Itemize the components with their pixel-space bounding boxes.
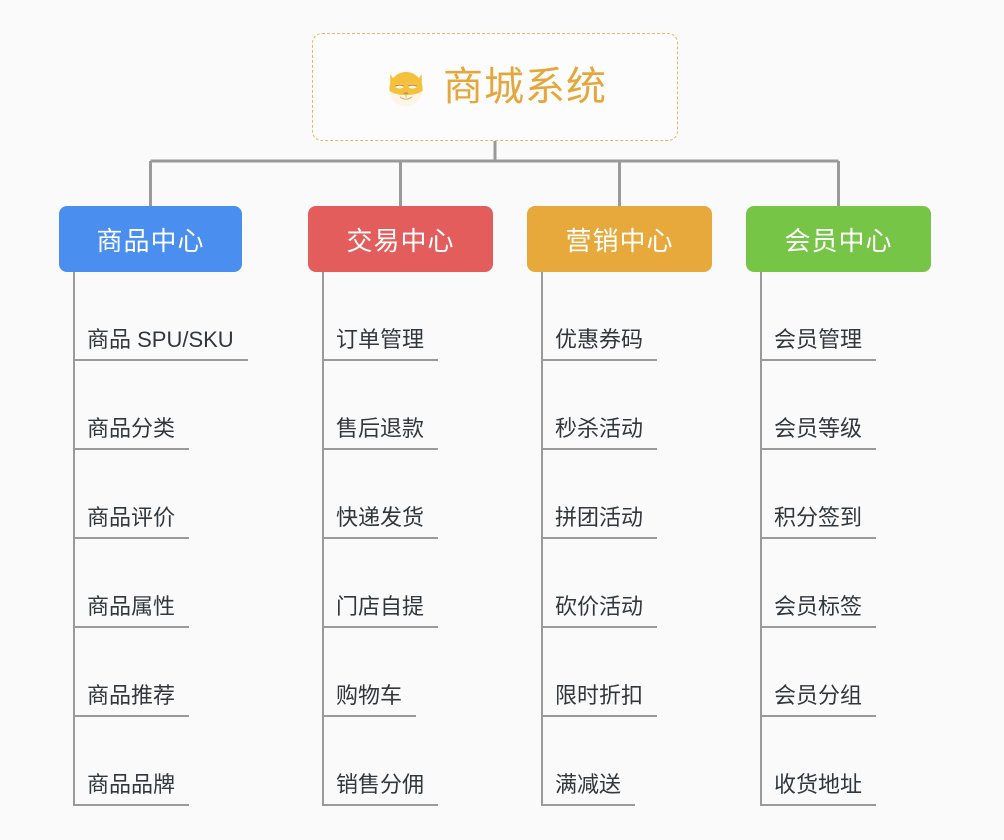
leaf-item-label: 会员分组 xyxy=(760,682,877,717)
leaf-item-label: 会员管理 xyxy=(760,326,877,361)
leaf-item[interactable]: 满减送 xyxy=(541,717,636,806)
leaf-item[interactable]: 会员等级 xyxy=(760,361,877,450)
leaf-item-label: 优惠券码 xyxy=(541,326,658,361)
leaf-item-label: 限时折扣 xyxy=(541,682,658,717)
leaf-item-label: 秒杀活动 xyxy=(541,415,658,450)
root-node[interactable]: 商城系统 xyxy=(312,33,678,141)
leaf-item-label: 积分签到 xyxy=(760,504,877,539)
leaf-item-label: 会员标签 xyxy=(760,593,877,628)
leaf-item[interactable]: 商品推荐 xyxy=(73,628,190,717)
leaf-item[interactable]: 商品属性 xyxy=(73,539,190,628)
column-spine xyxy=(73,272,75,806)
leaf-item-label: 购物车 xyxy=(322,682,417,717)
leaf-item[interactable]: 会员标签 xyxy=(760,539,877,628)
page-title: 商城系统 xyxy=(443,65,607,109)
leaf-item-label: 门店自提 xyxy=(322,593,439,628)
column-spine xyxy=(760,272,762,806)
leaf-item-label: 快递发货 xyxy=(322,504,439,539)
leaf-item[interactable]: 秒杀活动 xyxy=(541,361,658,450)
leaf-item[interactable]: 商品评价 xyxy=(73,450,190,539)
leaf-item[interactable]: 拼团活动 xyxy=(541,450,658,539)
leaf-item-label: 会员等级 xyxy=(760,415,877,450)
leaf-item-label: 拼团活动 xyxy=(541,504,658,539)
leaf-item[interactable]: 积分签到 xyxy=(760,450,877,539)
leaf-item[interactable]: 优惠券码 xyxy=(541,272,658,361)
category-box-1[interactable]: 商品中心 xyxy=(59,206,242,272)
leaf-item[interactable]: 砍价活动 xyxy=(541,539,658,628)
leaf-item[interactable]: 商品 SPU/SKU xyxy=(73,272,248,361)
leaf-item[interactable]: 限时折扣 xyxy=(541,628,658,717)
leaf-item-label: 订单管理 xyxy=(322,326,439,361)
leaf-item[interactable]: 会员管理 xyxy=(760,272,877,361)
leaf-item[interactable]: 快递发货 xyxy=(322,450,439,539)
leaf-item[interactable]: 商品品牌 xyxy=(73,717,190,806)
leaf-item-label: 商品属性 xyxy=(73,593,190,628)
category-box-3[interactable]: 营销中心 xyxy=(527,206,712,272)
leaf-item[interactable]: 销售分佣 xyxy=(322,717,439,806)
leaf-item[interactable]: 商品分类 xyxy=(73,361,190,450)
leaf-item[interactable]: 门店自提 xyxy=(322,539,439,628)
leaf-item-label: 售后退款 xyxy=(322,415,439,450)
leaf-item[interactable]: 会员分组 xyxy=(760,628,877,717)
leaf-item-label: 商品分类 xyxy=(73,415,190,450)
leaf-item-label: 砍价活动 xyxy=(541,593,658,628)
leaf-item-label: 销售分佣 xyxy=(322,771,439,806)
leaf-item-label: 商品评价 xyxy=(73,504,190,539)
category-label: 会员中心 xyxy=(784,225,893,256)
category-box-2[interactable]: 交易中心 xyxy=(308,206,493,272)
category-label: 交易中心 xyxy=(346,225,455,256)
leaf-item[interactable]: 订单管理 xyxy=(322,272,439,361)
leaf-item[interactable]: 收货地址 xyxy=(760,717,877,806)
category-box-4[interactable]: 会员中心 xyxy=(746,206,931,272)
leaf-item-label: 商品品牌 xyxy=(73,771,190,806)
leaf-item-label: 商品 SPU/SKU xyxy=(73,326,248,361)
leaf-item[interactable]: 购物车 xyxy=(322,628,417,717)
leaf-item-label: 收货地址 xyxy=(760,771,877,806)
column-spine xyxy=(322,272,324,806)
leaf-item-label: 满减送 xyxy=(541,771,636,806)
leaf-item-label: 商品推荐 xyxy=(73,682,190,717)
category-label: 商品中心 xyxy=(96,225,205,256)
leaf-item[interactable]: 售后退款 xyxy=(322,361,439,450)
category-label: 营销中心 xyxy=(565,225,674,256)
shiba-dog-icon xyxy=(389,71,423,107)
column-spine xyxy=(541,272,543,806)
